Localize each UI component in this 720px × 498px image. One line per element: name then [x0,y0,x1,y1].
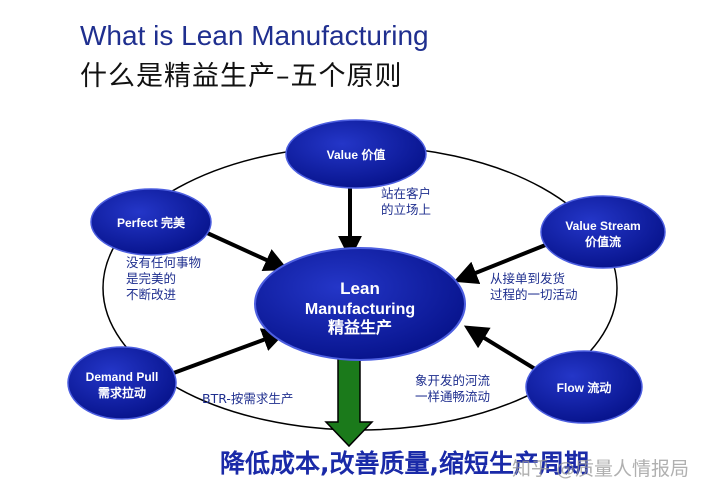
center-bubble: Lean Manufacturing 精益生产 [254,247,466,361]
perfect-bubble: Perfect 完美 [90,188,212,256]
center-label-line1: Lean [340,279,380,298]
demand-pull-label-line1: Demand Pull [86,370,159,384]
perfect-note-line2: 是完美的 [126,271,176,286]
arrow-perfect-to-center [204,230,289,271]
demand-pull-note: BTR-按需求生产 [202,391,293,406]
value-stream-note-line2: 过程的一切活动 [490,287,578,302]
value-label: Value 价值 [327,147,386,162]
value-note-line2: 的立场上 [381,202,431,217]
perfect-note-line1: 没有任何事物 [126,255,201,270]
value-stream-bubble: Value Stream 价值流 [540,195,666,269]
flow-bubble: Flow 流动 [525,350,643,424]
arrow-valuestream-to-center [453,242,549,285]
outcome-text: 降低成本,改善质量,缩短生产周期 [220,449,589,478]
flow-label: Flow 流动 [557,380,612,395]
demand-pull-bubble: Demand Pull 需求拉动 [67,346,177,420]
value-note-line1: 站在客户 [381,186,431,201]
value-bubble: Value 价值 [285,119,427,189]
title-chinese: 什么是精益生产–五个原则 [80,61,403,92]
watermark: 知乎 @质量人情报局 [512,458,690,480]
center-label-line3: 精益生产 [328,318,392,337]
value-stream-label-line1: Value Stream [565,219,640,233]
perfect-note-line3: 不断改进 [126,287,177,302]
perfect-label: Perfect 完美 [117,215,186,230]
result-arrow [324,357,374,448]
center-label-line2: Manufacturing [305,301,415,318]
flow-note-line1: 象开发的河流 [415,373,491,388]
arrow-flow-to-center [463,325,542,374]
arrow-demandpull-to-center [159,328,287,380]
title-english: What is Lean Manufacturing [80,20,429,51]
value-stream-label-line2: 价值流 [585,234,621,249]
flow-note-line2: 一样通畅流动 [415,389,490,404]
demand-pull-label-line2: 需求拉动 [98,385,146,400]
value-stream-note-line1: 从接单到发货 [490,271,565,286]
